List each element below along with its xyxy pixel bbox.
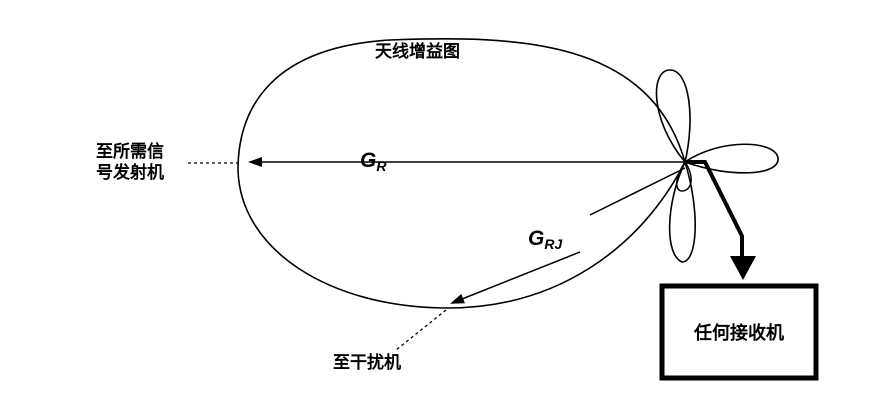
desired-transmitter-label-line1: 至所需信 bbox=[96, 142, 164, 162]
gain-jammer-label: GRJ bbox=[528, 226, 562, 254]
gain-desired-symbol: G bbox=[360, 149, 377, 172]
gain-jammer-subscript: RJ bbox=[544, 236, 563, 252]
jammer-gain-arrow bbox=[450, 251, 581, 304]
gain-jammer-symbol: G bbox=[528, 227, 545, 250]
jammer-direction-dotted bbox=[395, 309, 447, 351]
receiver-feed-arrowhead bbox=[730, 256, 756, 280]
gain-desired-label: GR bbox=[360, 148, 386, 176]
side-lobe-lower bbox=[668, 159, 696, 263]
diagram-title: 天线增益图 bbox=[375, 42, 460, 62]
jammer-gain-line bbox=[589, 167, 686, 216]
desired-transmitter-label-line2: 号发射机 bbox=[96, 163, 164, 184]
desired-transmitter-label: 至所需信 号发射机 bbox=[96, 142, 164, 185]
receiver-label: 任何接收机 bbox=[694, 323, 784, 344]
side-lobe-small bbox=[676, 160, 692, 192]
receiver-box bbox=[659, 283, 819, 381]
side-lobe-upper bbox=[655, 69, 691, 164]
receiver-feed-line bbox=[685, 160, 744, 256]
main-lobe-outline bbox=[237, 37, 686, 309]
gain-desired-subscript: R bbox=[376, 158, 387, 174]
jammer-label: 至干扰机 bbox=[333, 353, 401, 373]
side-lobe-right bbox=[683, 143, 779, 174]
